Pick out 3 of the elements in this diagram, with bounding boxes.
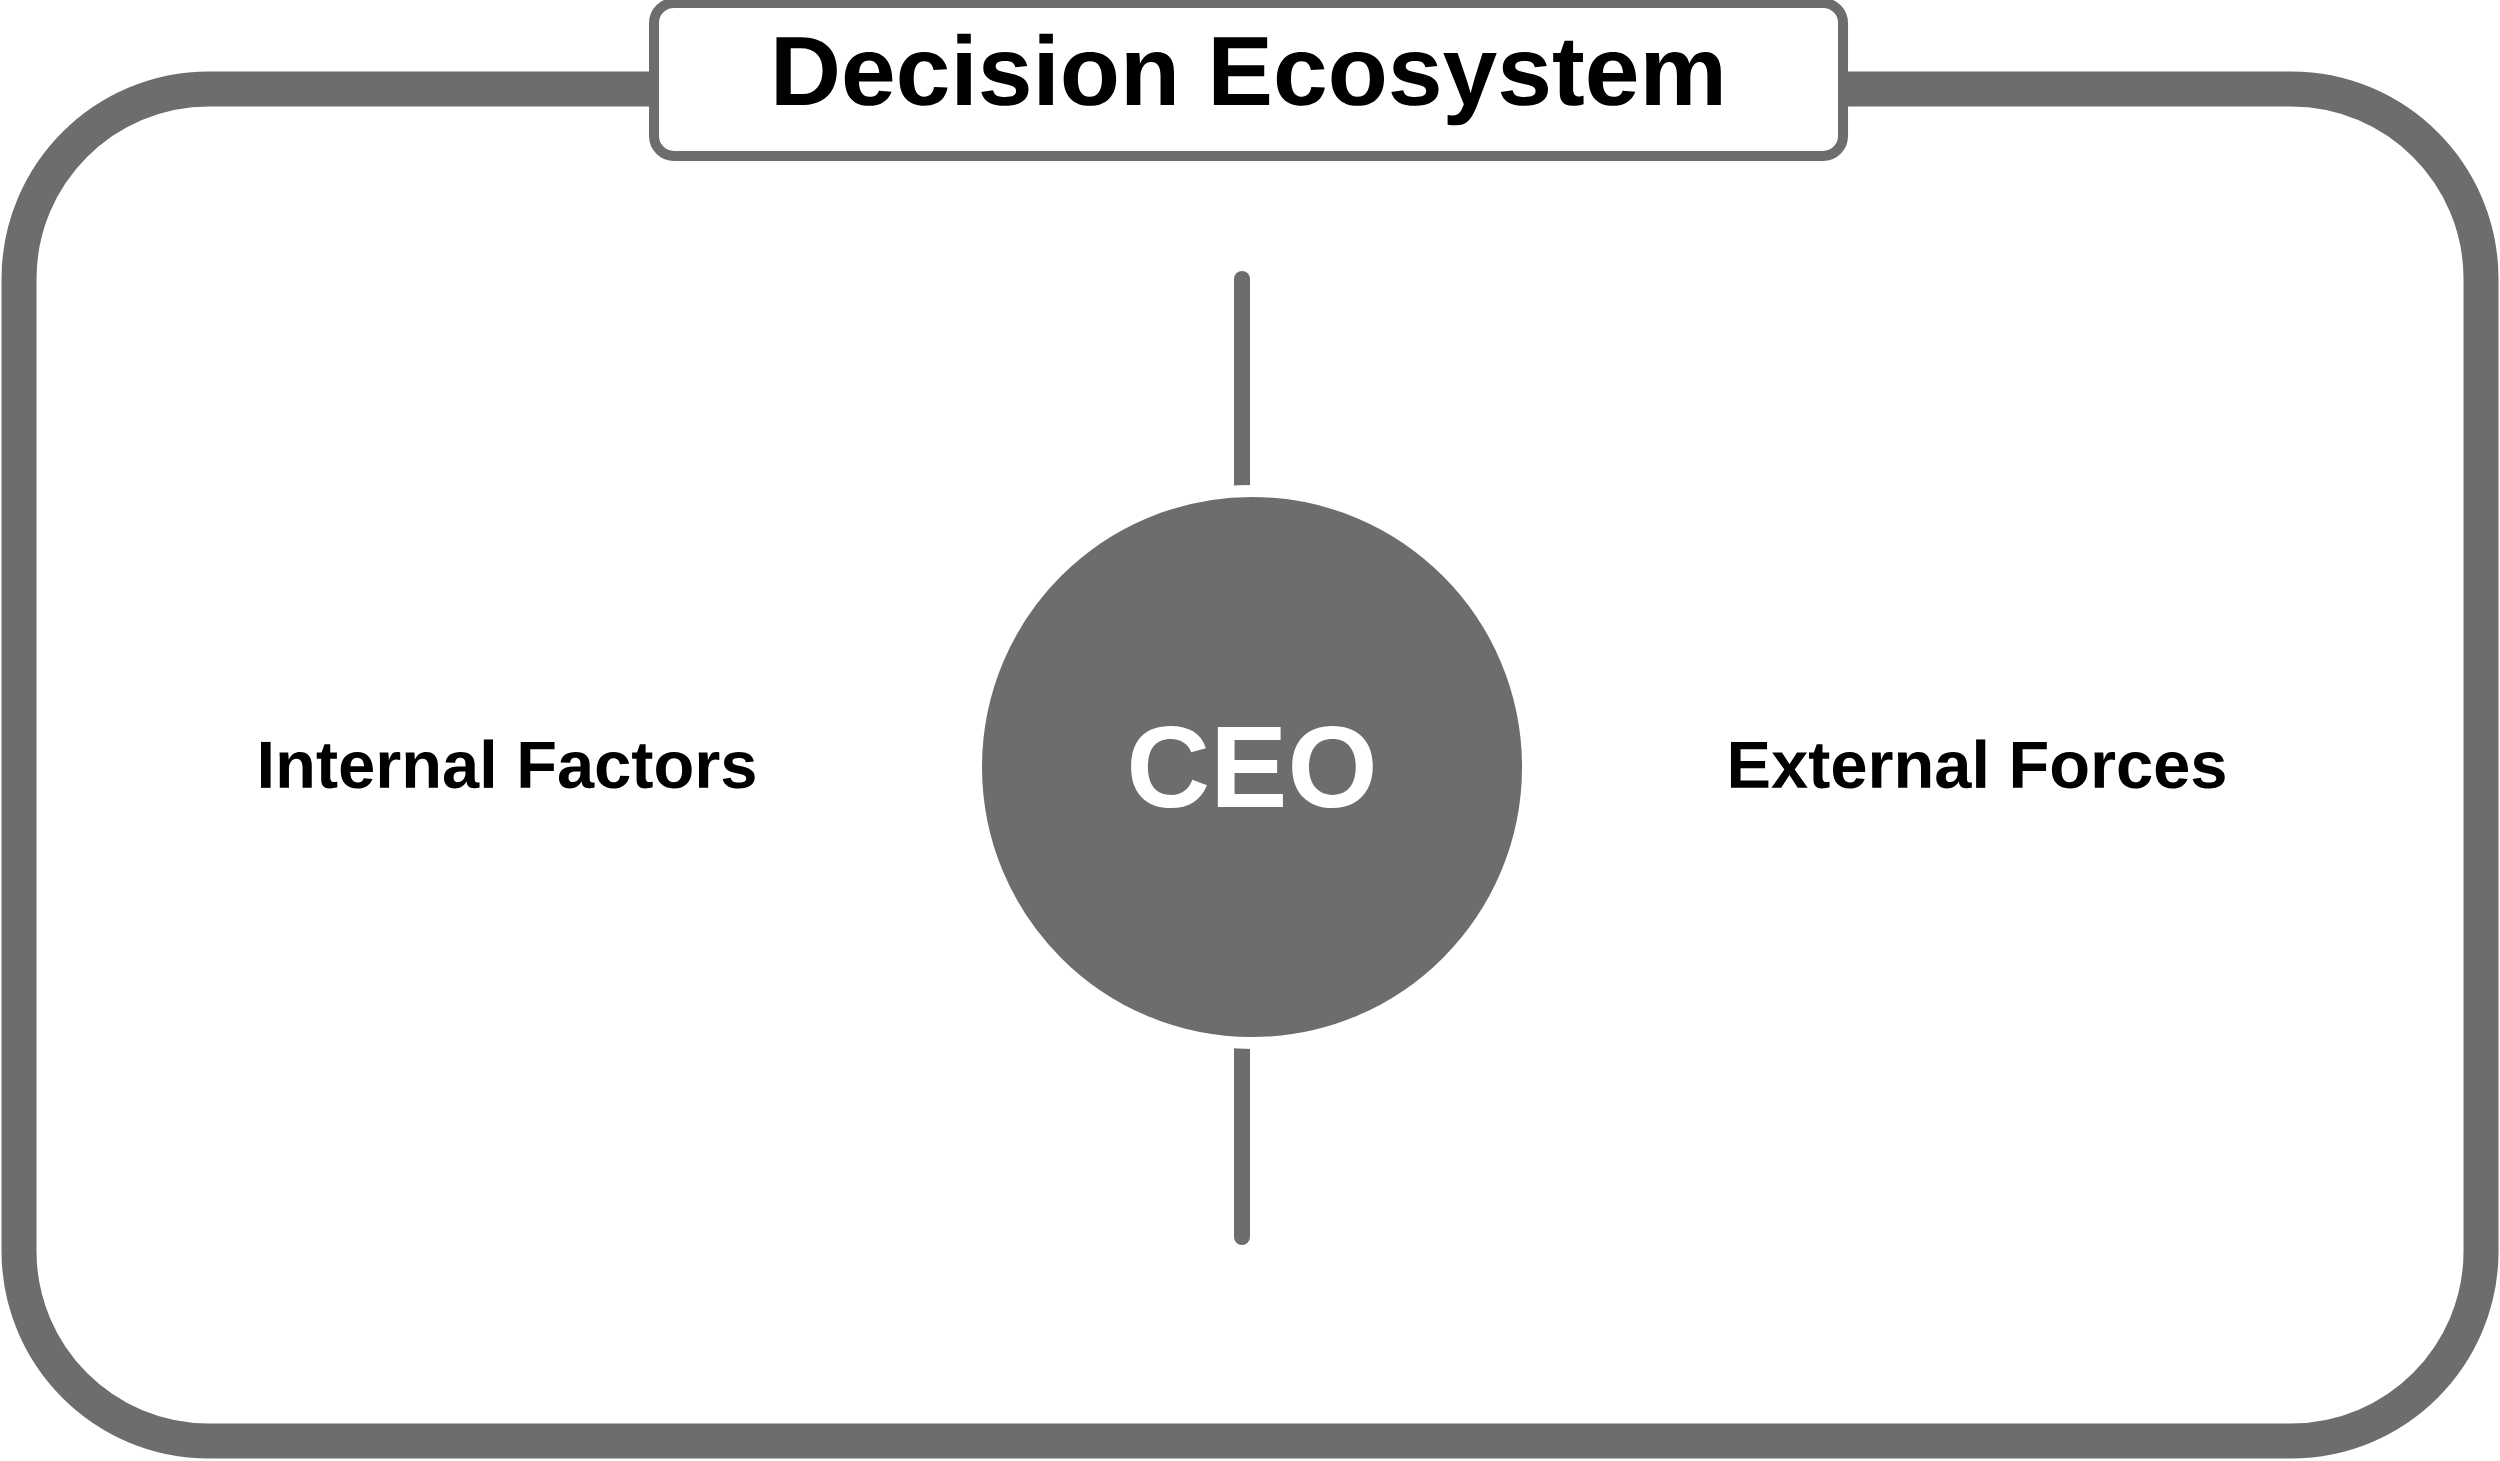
side-label: Internal Factors bbox=[261, 739, 755, 789]
title-box: Decision Ecosystem bbox=[649, 0, 1849, 161]
side-label: External Forces bbox=[1730, 739, 2225, 789]
